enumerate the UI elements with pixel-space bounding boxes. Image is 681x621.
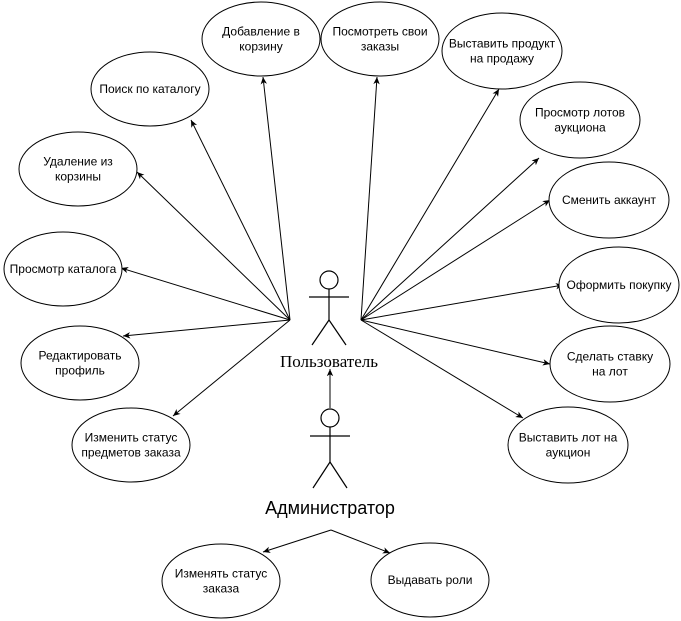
- use-case-switch-account: Сменить аккаунт: [548, 161, 670, 239]
- association-arrow-change-order-status: [172, 319, 291, 417]
- admin-actor-right-leg: [329, 461, 348, 489]
- admin-actor: Администратор: [265, 408, 395, 518]
- use-case-label: Выдавать роли: [388, 573, 473, 587]
- association-arrow-remove-from-cart: [136, 171, 291, 321]
- use-case-label: аукциона: [554, 121, 606, 135]
- use-case-label: предметов заказа: [81, 446, 181, 460]
- use-case-label: на лот: [592, 365, 628, 379]
- use-case-label: Изменять статус: [175, 567, 268, 581]
- use-case-ellipse: [507, 406, 629, 484]
- user-actor: Пользователь: [280, 270, 378, 371]
- user-actor-label: Пользователь: [280, 352, 378, 371]
- use-case-label: Сменить аккаунт: [562, 193, 657, 207]
- use-case-catalog-search: Поиск по каталогу: [90, 51, 210, 127]
- use-case-label: Редактировать: [39, 349, 122, 363]
- use-case-label: Добавление в: [222, 25, 300, 39]
- use-case-checkout: Оформить покупку: [558, 246, 680, 324]
- use-case-label: Выставить лот на: [519, 431, 618, 445]
- association-arrow-grant-roles: [330, 529, 391, 554]
- association-arrow-view-auction-lots: [360, 157, 540, 321]
- use-case-ellipse: [161, 543, 281, 619]
- use-case-label: профиль: [55, 364, 105, 378]
- use-case-ellipse: [558, 246, 680, 324]
- use-case-label: аукцион: [546, 446, 591, 460]
- use-case-label: корзины: [55, 170, 101, 184]
- use-case-ellipse: [20, 325, 140, 401]
- association-arrow-sell-product: [360, 88, 500, 321]
- use-case-ellipse: [320, 1, 440, 77]
- user-actor-right-leg: [328, 319, 347, 346]
- use-case-label: Просмотр лотов: [535, 106, 625, 120]
- admin-actor-label: Администратор: [265, 498, 395, 518]
- use-case-ellipse: [71, 407, 191, 483]
- association-arrow-view-catalog: [120, 267, 291, 321]
- associations: [120, 76, 564, 554]
- use-case-label: Просмотр каталога: [10, 262, 117, 276]
- user-actor-left-leg: [311, 319, 330, 346]
- use-case-ellipse: [548, 161, 670, 239]
- use-case-ellipse: [201, 1, 321, 77]
- use-case-label: корзину: [239, 40, 282, 54]
- association-arrow-edit-profile: [122, 319, 291, 339]
- association-arrow-add-to-cart: [260, 76, 291, 321]
- use-case-ellipse: [370, 542, 490, 618]
- use-case-label: Оформить покупку: [566, 278, 671, 292]
- use-case-label: заказа: [203, 582, 240, 596]
- use-case-ellipse: [549, 325, 671, 403]
- use-case-grant-roles: Выдавать роли: [370, 542, 490, 618]
- use-case-ellipse: [18, 131, 138, 207]
- use-case-ellipse: [90, 51, 210, 127]
- association-arrow-auction-lot: [360, 319, 524, 419]
- use-case-ellipse: [519, 81, 641, 159]
- admin-actor-left-leg: [312, 461, 331, 489]
- use-case-label: Изменить статус: [85, 431, 178, 445]
- use-case-label: на продажу: [470, 52, 534, 66]
- admin-actor-head: [320, 408, 340, 428]
- use-case-label: Поиск по каталогу: [99, 82, 200, 96]
- association-arrow-switch-account: [360, 199, 551, 321]
- association-arrow-change-status: [262, 529, 332, 553]
- use-case-label: Выставить продукт: [449, 37, 556, 51]
- association-arrow-checkout: [360, 283, 564, 321]
- association-arrow-view-orders: [360, 76, 380, 321]
- use-case-label: Сделать ставку: [567, 350, 653, 364]
- use-case-label: Удаление из: [43, 155, 113, 169]
- use-case-label: Посмотреть свои: [332, 25, 427, 39]
- user-actor-head: [319, 270, 339, 290]
- association-arrow-place-bid: [360, 319, 551, 366]
- association-arrow-catalog-search: [190, 119, 291, 321]
- use-case-view-catalog: Просмотр каталога: [3, 231, 123, 307]
- use-case-ellipse: [441, 12, 563, 90]
- use-case-label: заказы: [361, 40, 399, 54]
- use-case-ellipse: [3, 231, 123, 307]
